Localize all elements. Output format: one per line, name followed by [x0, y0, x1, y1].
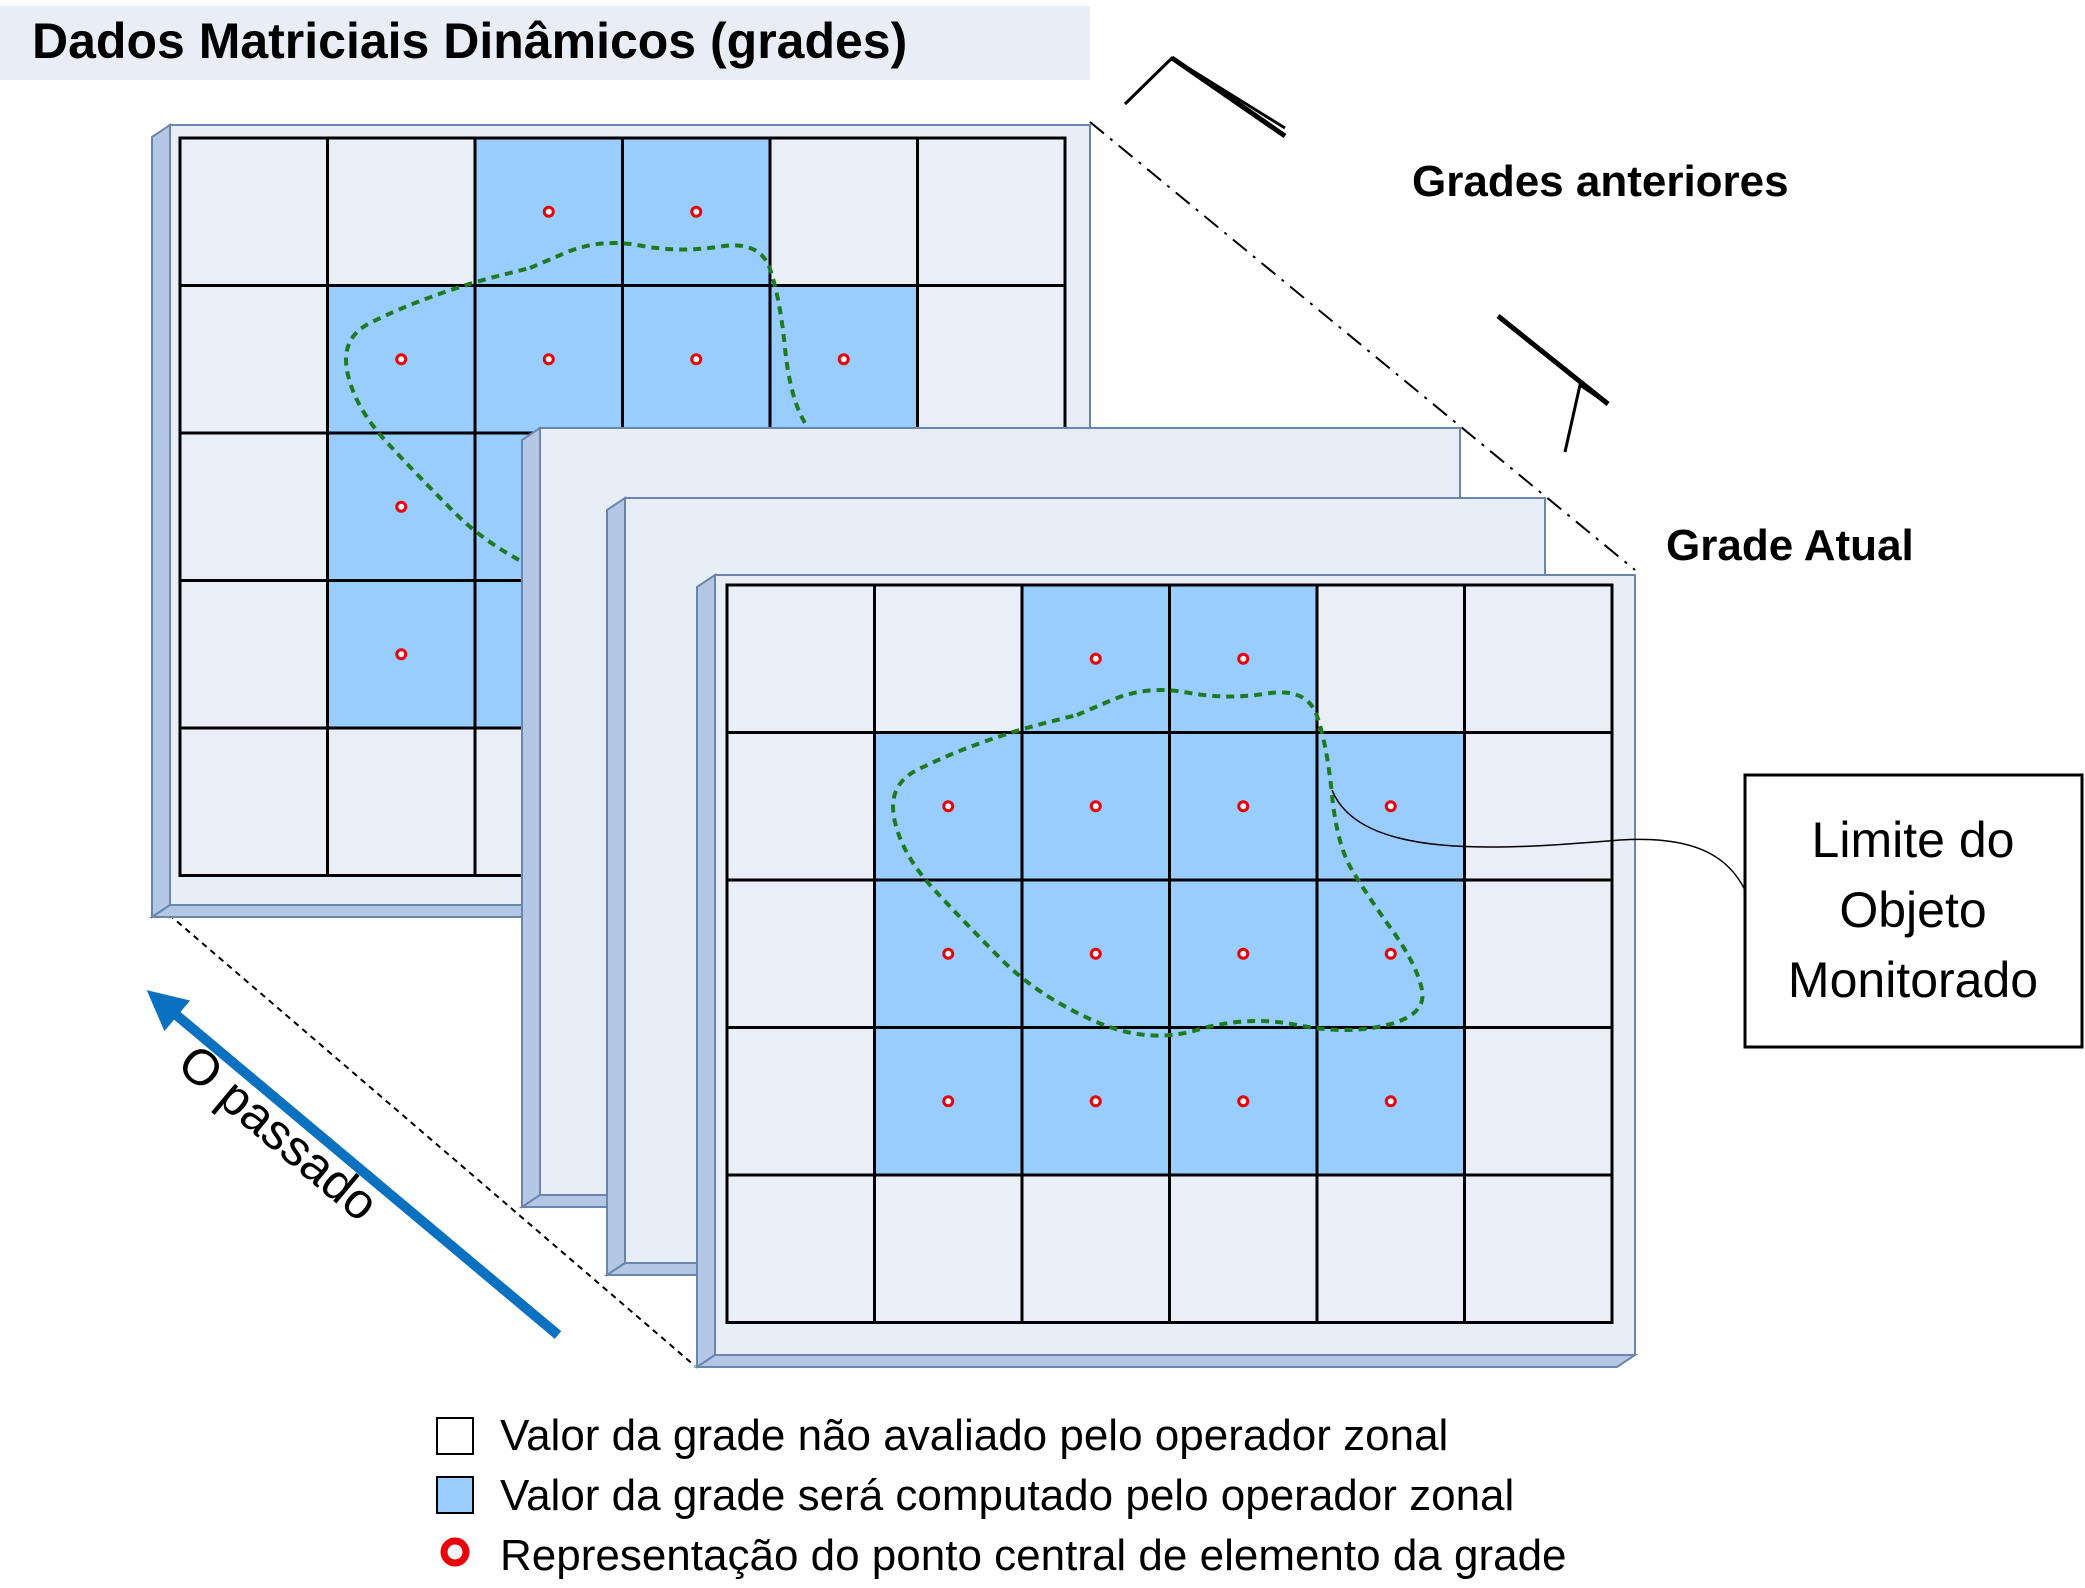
past-label: O passado [168, 1034, 389, 1232]
front-grid-cell [725, 1026, 876, 1177]
front-grid-cell [1315, 1173, 1466, 1324]
front-grid-cell [1020, 1173, 1171, 1324]
back-grid-center-point [690, 353, 703, 366]
current-grid-label: Grade Atual [1666, 521, 1914, 570]
back-grid-center-point [837, 353, 850, 366]
front-grid-center-point [1237, 652, 1250, 665]
legend-swatch-plain [436, 1417, 474, 1455]
callout-box [1743, 773, 2084, 1049]
title-background [0, 6, 1090, 80]
boundary-callout: Limite do Objeto Monitorado [1743, 773, 2084, 1049]
front-grid-cell [1315, 583, 1466, 734]
back-grid-center-point [690, 205, 703, 218]
callout-line-2: Objeto [1839, 882, 1986, 938]
title-block: Dados Matriciais Dinâmicos (grades) [0, 6, 1090, 80]
legend: Valor da grade não avaliado pelo operado… [436, 1411, 1567, 1580]
legend-label-not-evaluated: Valor da grade não avaliado pelo operado… [500, 1411, 1448, 1460]
front-grid-cell [725, 1173, 876, 1324]
front-grid-center-point [1089, 800, 1102, 813]
back-grid-cell [178, 136, 329, 287]
back-grid-cell [916, 284, 1067, 435]
back-grid-cell [178, 284, 329, 435]
back-grid-cell [326, 136, 477, 287]
front-grid-center-point [1089, 947, 1102, 960]
front-grid-cell [873, 583, 1024, 734]
front-grid-frame-side [696, 573, 716, 1369]
previous-grids-label: Grades anteriores [1412, 157, 1789, 206]
front-grid-cell [725, 583, 876, 734]
legend-swatch-computed [436, 1476, 474, 1514]
front-grid-center-point [942, 947, 955, 960]
perspective-line-bottom [151, 899, 696, 1367]
front-grid-center-point [1384, 947, 1397, 960]
back-grid-cell [326, 726, 477, 877]
legend-label-computed: Valor da grade será computado pelo opera… [500, 1471, 1514, 1520]
back-grid-cell [178, 726, 329, 877]
callout-leader-line [1331, 789, 1746, 891]
front-grid-frame-bottom [693, 1354, 1639, 1368]
front-grid-cell [1463, 731, 1614, 882]
back-grid-cell [768, 136, 919, 287]
perspective-line-top [1089, 121, 1636, 571]
back-grid-center-point [395, 500, 408, 513]
page-title: Dados Matriciais Dinâmicos (grades) [32, 13, 907, 69]
front-grid-cell [725, 731, 876, 882]
front-grid-center-point [1237, 947, 1250, 960]
front-grid-center-point [1384, 1095, 1397, 1108]
front-grid-center-point [1089, 1095, 1102, 1108]
front-grid-center-point [1237, 800, 1250, 813]
front-grid-center-point [942, 1095, 955, 1108]
back-grid-frame-side [151, 123, 171, 919]
front-grid-center-point [1384, 800, 1397, 813]
back-grid-cell [916, 136, 1067, 287]
callout-line-3: Monitorado [1788, 952, 2038, 1008]
back-grid-center-point [542, 353, 555, 366]
front-grid-cell [873, 1173, 1024, 1324]
back-grid-center-point [395, 353, 408, 366]
legend-label-center-point: Representação do ponto central de elemen… [500, 1531, 1567, 1580]
front-grid-cell [1168, 1173, 1319, 1324]
back-grid-center-point [395, 648, 408, 661]
front-grid-cell [1463, 583, 1614, 734]
front-grid-cell [1463, 878, 1614, 1029]
back-grid-cell [178, 579, 329, 730]
section-cut-symbol [1123, 55, 1610, 453]
front-grid-center-point [1237, 1095, 1250, 1108]
back-grid-center-point [542, 205, 555, 218]
front-grid-center-point [1089, 652, 1102, 665]
back-grid-cell [178, 431, 329, 582]
front-grid-cell [725, 878, 876, 1029]
legend-center-point-icon [440, 1537, 470, 1567]
front-grid-object-boundary [891, 688, 1425, 1038]
current-grid-front [693, 573, 1639, 1369]
front-grid-center-point [942, 800, 955, 813]
front-grid-cell [1463, 1026, 1614, 1177]
callout-line-1: Limite do [1812, 812, 2015, 868]
past-arrow [146, 990, 562, 1339]
front-grid-cell [1463, 1173, 1614, 1324]
